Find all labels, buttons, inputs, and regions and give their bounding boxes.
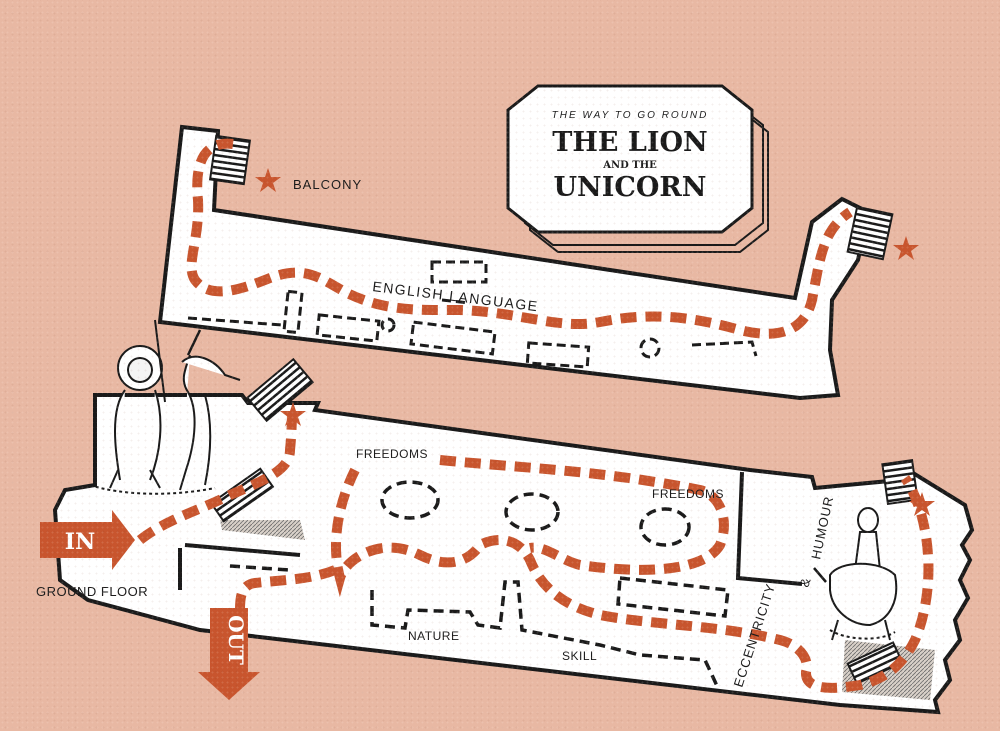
- lion-unicorn-illustration: [89, 319, 241, 495]
- star-icon: [255, 168, 281, 192]
- staircase-icon: [245, 357, 315, 423]
- star-icon: [893, 236, 919, 260]
- ground-route: [136, 407, 297, 544]
- out-arrow: OUT: [198, 608, 260, 700]
- skill-label: SKILL: [562, 649, 597, 663]
- title-line1: THE LION: [552, 127, 707, 158]
- star-icon: [280, 402, 306, 426]
- ground-route: [330, 467, 934, 693]
- in-arrow: IN: [40, 510, 135, 570]
- nature-label: NATURE: [408, 629, 459, 643]
- ground-route: [439, 455, 729, 575]
- balcony-route: [186, 138, 853, 339]
- title-line2: AND THE: [602, 160, 657, 171]
- ground-floor: [52, 357, 975, 715]
- staircase-icon: [846, 205, 894, 261]
- ground-route: [235, 565, 337, 611]
- freedoms-right-label: FREEDOMS: [652, 487, 724, 501]
- knight-on-horse-illustration: [813, 507, 898, 641]
- title-line3: UNICORN: [554, 172, 707, 203]
- out-arrow-label: OUT: [224, 615, 248, 665]
- star-icon: [909, 492, 935, 516]
- title-badge: THE WAY TO GO ROUND THE LION AND THE UNI…: [506, 84, 769, 253]
- balcony-label: BALCONY: [293, 177, 362, 192]
- in-arrow-label: IN: [65, 529, 95, 555]
- title-kicker: THE WAY TO GO ROUND: [552, 110, 709, 121]
- ground-floor-label: GROUND FLOOR: [36, 584, 148, 599]
- freedoms-left-label: FREEDOMS: [356, 447, 428, 461]
- balcony-floor: [157, 124, 894, 401]
